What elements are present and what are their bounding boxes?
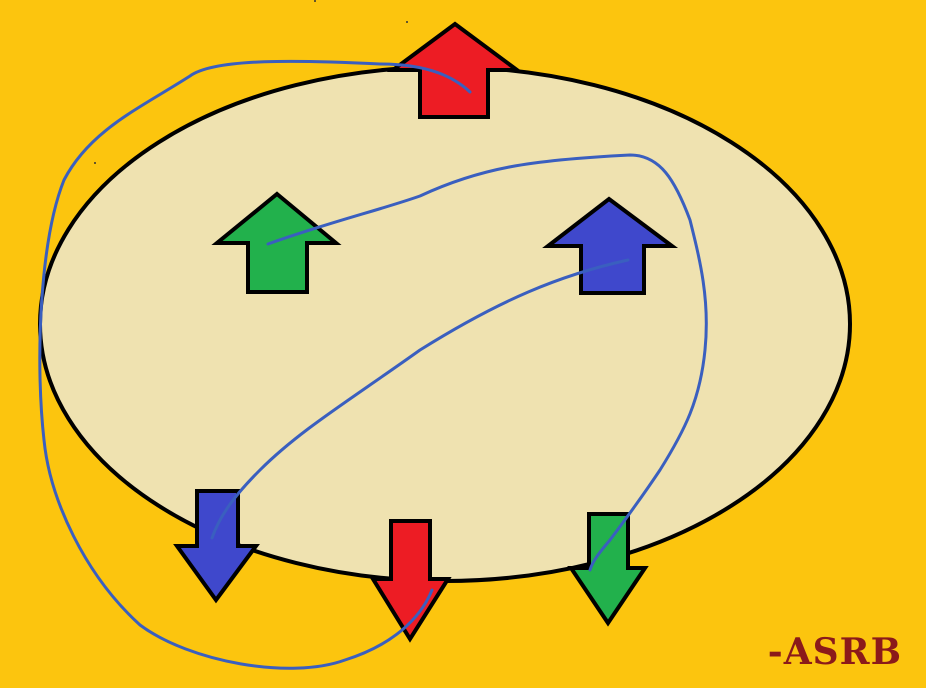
speck: [406, 21, 408, 23]
blue-down-arrow: [173, 489, 260, 604]
blue-curve-diagonal: [210, 258, 630, 540]
blue-curve-inner: [266, 153, 708, 572]
red-down-arrow: [369, 519, 452, 643]
speck: [94, 162, 96, 164]
signature-text: -ASRB: [767, 631, 902, 673]
blue-curve-outer: [38, 59, 472, 670]
speck: [314, 0, 316, 2]
green-up-arrow: [211, 191, 342, 294]
red-up-arrow-top: [386, 21, 524, 119]
green-down-arrow: [567, 512, 649, 627]
central-ellipse: [38, 65, 852, 583]
blue-up-arrow: [542, 196, 679, 295]
